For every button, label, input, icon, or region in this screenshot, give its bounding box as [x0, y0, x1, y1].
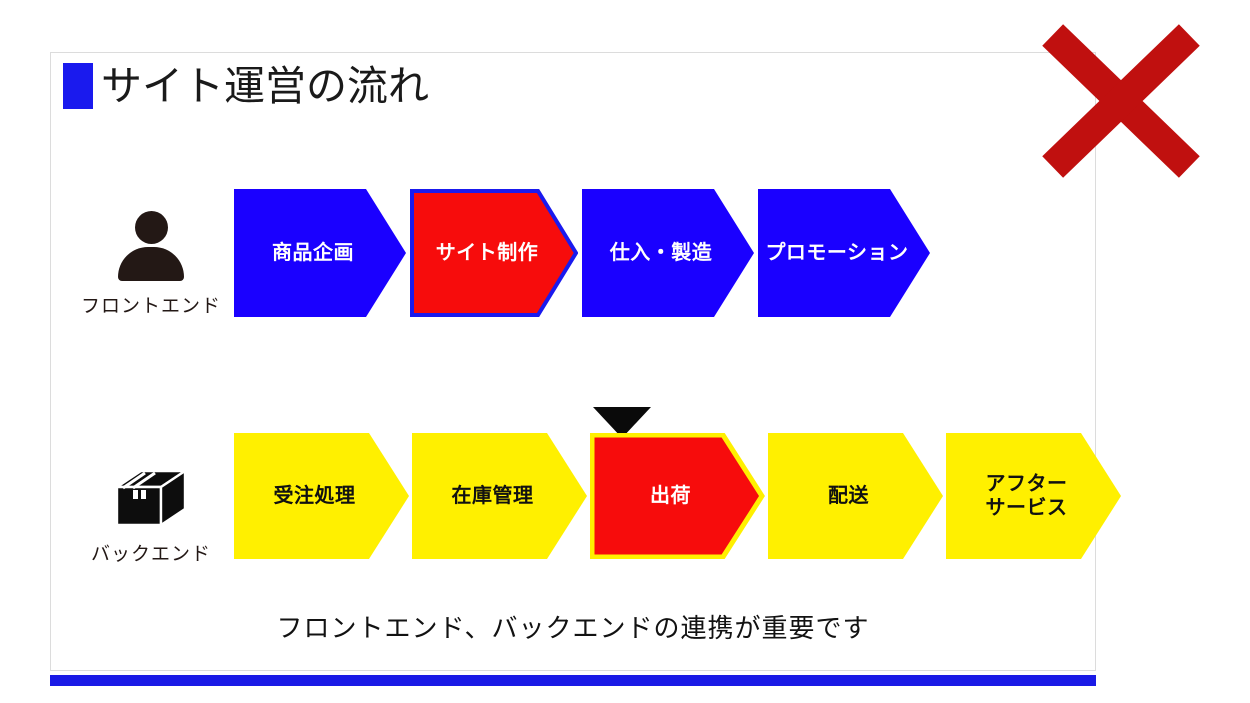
chevron-shape-yellow — [946, 433, 1121, 559]
process-step-label: 出荷 — [650, 483, 691, 508]
chevron-shape-blue — [234, 189, 406, 317]
process-step-label: サイト制作 — [435, 240, 539, 265]
process-step-label: アフター サービス — [985, 471, 1068, 519]
person-icon-wrap — [61, 203, 241, 281]
box-icon-wrap — [61, 451, 241, 529]
process-step-site-seisaku[interactable]: サイト制作 — [410, 189, 578, 317]
row-label-frontend: フロントエンド — [61, 203, 241, 318]
caption-text: フロントエンド、バックエンドの連携が重要です — [276, 614, 870, 644]
process-step-label: 配送 — [828, 483, 869, 508]
process-step-zaiko-kanri[interactable]: 在庫管理 — [412, 433, 587, 559]
process-row-backend: 受注処理 在庫管理 出荷 配送 アフター サービス — [234, 433, 1121, 559]
chevron-shape-yellow — [768, 433, 943, 559]
chevron-shape-blue — [758, 189, 930, 317]
process-step-promotion[interactable]: プロモーション — [758, 189, 930, 317]
process-step-shiire-seizo[interactable]: 仕入・製造 — [582, 189, 754, 317]
title-marker-square — [63, 63, 93, 109]
process-step-label: 在庫管理 — [451, 483, 534, 508]
process-step-label: 仕入・製造 — [609, 240, 713, 265]
process-step-label: プロモーション — [765, 240, 909, 265]
chevron-shape-red-highlight — [410, 189, 578, 317]
person-icon — [118, 211, 184, 281]
chevron-shape-yellow — [234, 433, 409, 559]
process-step-after-service[interactable]: アフター サービス — [946, 433, 1121, 559]
process-step-label: 受注処理 — [273, 483, 356, 508]
page-title: サイト運営の流れ — [63, 63, 429, 109]
slide-card: サイト運営の流れ フロントエンド 商品企画 サイト制作 — [50, 52, 1121, 671]
process-step-label: 商品企画 — [272, 240, 354, 265]
row-label-frontend-text: フロントエンド — [80, 295, 221, 317]
process-step-shohin-kikaku[interactable]: 商品企画 — [234, 189, 406, 317]
bottom-accent-bar — [50, 675, 1096, 686]
chevron-shape-red-highlight — [590, 433, 765, 559]
red-x-mark-icon — [1038, 22, 1203, 180]
process-step-juchu-shori[interactable]: 受注処理 — [234, 433, 409, 559]
chevron-shape-yellow — [412, 433, 587, 559]
person-icon-head — [135, 211, 168, 244]
process-row-frontend: 商品企画 サイト制作 仕入・製造 プロモーション — [234, 189, 930, 317]
chevron-shape-blue — [582, 189, 754, 317]
box-icon — [115, 468, 187, 528]
title-text: サイト運営の流れ — [101, 61, 429, 110]
row-label-backend: バックエンド — [61, 451, 241, 566]
row-label-backend-text: バックエンド — [90, 543, 211, 565]
person-icon-body — [118, 247, 184, 281]
process-step-haiso[interactable]: 配送 — [768, 433, 943, 559]
process-step-shukka[interactable]: 出荷 — [590, 433, 765, 559]
